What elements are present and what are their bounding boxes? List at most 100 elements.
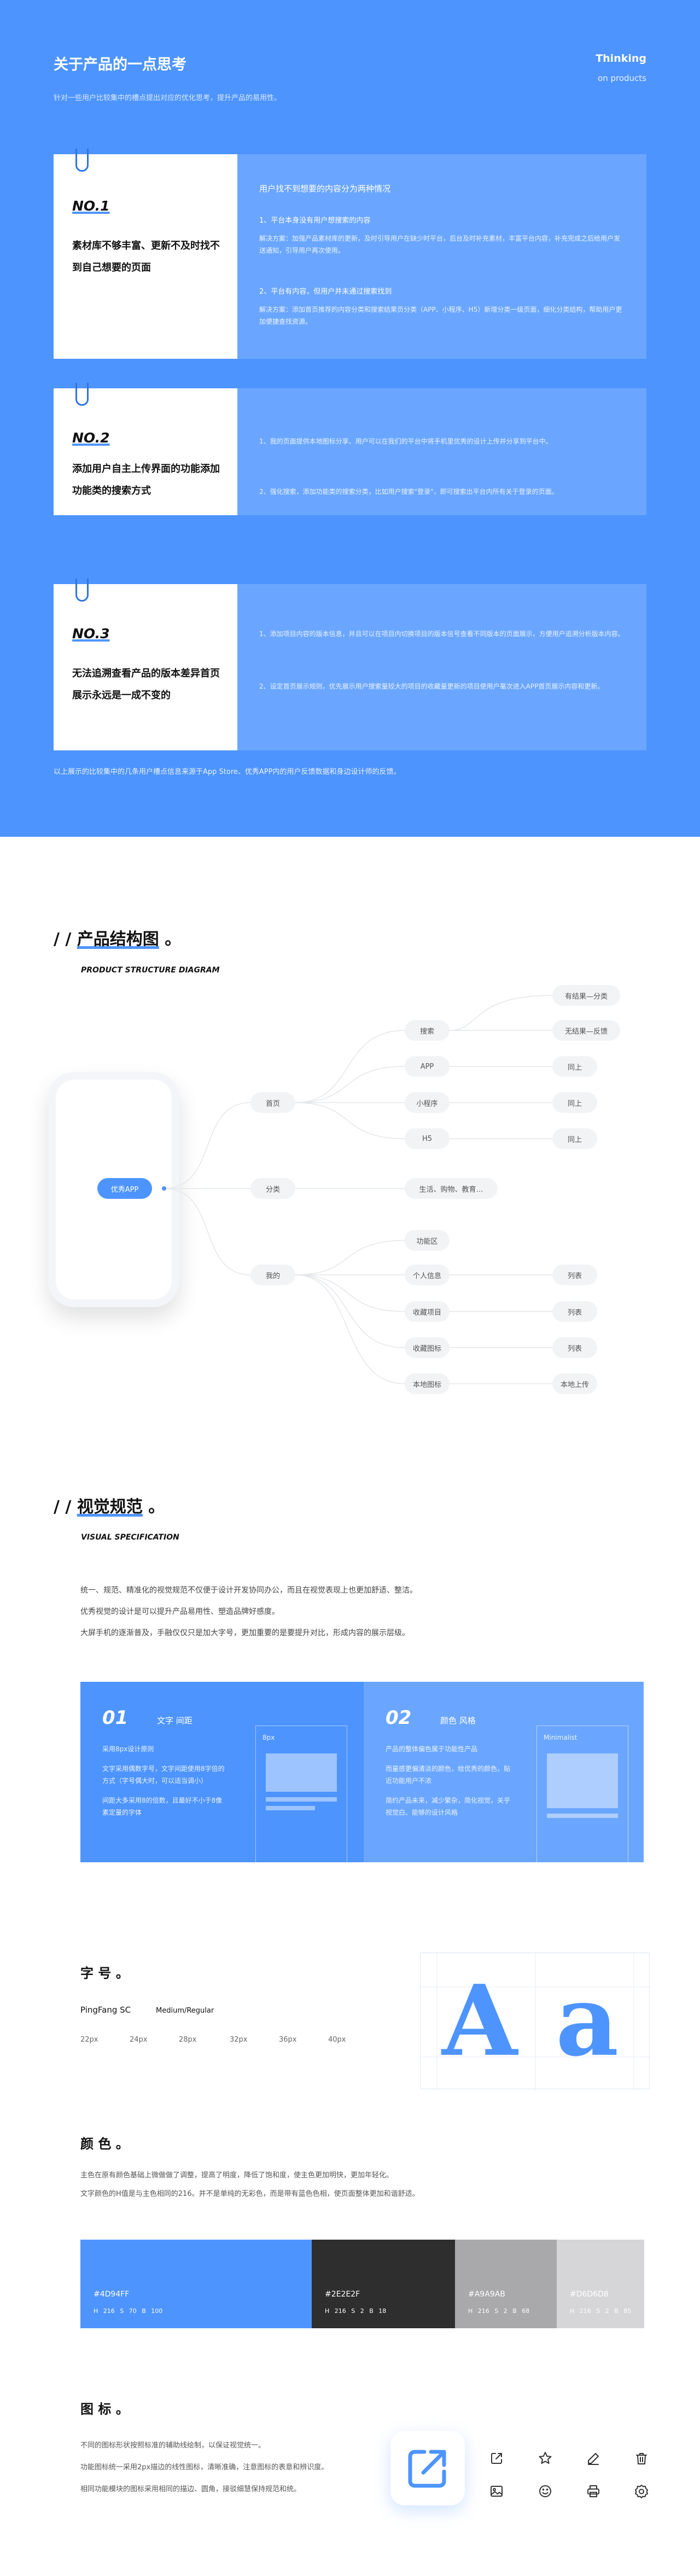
tree-node-leaf: 同上	[552, 1092, 597, 1113]
spec-mini-frame: 8px	[255, 1726, 347, 1862]
font-family-name: PingFang SC	[80, 2005, 131, 2015]
settings-icon	[635, 2485, 648, 2498]
tree-node-home: 首页	[250, 1092, 295, 1113]
swatch-hsb: H 216 S 2 B 85	[570, 2307, 632, 2315]
frame-caption: Minimalist	[544, 1734, 578, 1741]
thinking-title: 关于产品的一点思考	[54, 56, 186, 73]
color-swatch-dark: #2E2E2F H 216 S 2 B 18	[312, 2240, 455, 2328]
visual-paragraph: 大屏手机的逐渐普及，手融仅仅只是加大字号，更加重要的是要提升对比，形成内容的展示…	[80, 1629, 410, 1637]
solution-text: 2、强化搜索，添加功能类的搜索分类，比如用户搜索"登录"，即可搜索出平台内所有关…	[259, 488, 558, 496]
thinking-card-1: NO.1 素材库不够丰富、更新不及时找不到自己想要的页面 用户找不到想要的内容分…	[54, 149, 646, 359]
swatch-hsb: H 216 S 2 B 68	[468, 2307, 530, 2315]
solution-text: 1、添加项目内容的版本信息，并且可以在项目内切换项目的版本信号查看不同版本的页面…	[259, 630, 625, 638]
font-size-item: 28px	[179, 2036, 197, 2044]
spec-label: 文字 间距	[157, 1716, 192, 1726]
card-problem: 无法追溯查看产品的版本差异首页展示永远是一成不变的	[72, 668, 220, 701]
mini-block	[266, 1753, 337, 1792]
card-problem: 添加用户自主上传界面的功能添加功能类的搜索方式	[72, 463, 220, 497]
spec-lines: 产品的整体偏色属于功能性产品 而量感更偏清淡的颜色，给优秀的颜色，贴近功能用户不…	[386, 1743, 511, 1819]
card-number: NO.2	[72, 430, 110, 446]
tree-node-mine: 我的	[250, 1264, 295, 1285]
mini-line	[266, 1806, 315, 1810]
card-left: NO.1 素材库不够丰富、更新不及时找不到自己想要的页面	[54, 149, 237, 359]
thinking-subtitle: 针对一些用户比较集中的槽点提出对应的优化思考，提升产品的易用性。	[54, 94, 282, 102]
thinking-right-title: Thinking	[596, 53, 646, 65]
paperclip-icon	[75, 149, 89, 172]
card-solution-item: 2、强化搜索，添加功能类的搜索分类，比如用户搜索"登录"，即可搜索出平台内所有关…	[259, 486, 631, 498]
card-right: 用户找不到想要的内容分为两种情况 1、平台本身没有用户想搜索的内容 解决方案：加…	[237, 154, 646, 359]
card-solution-head: 用户找不到想要的内容分为两种情况	[259, 184, 391, 194]
tree-node-local-icon: 本地图标	[405, 1373, 450, 1394]
tree-node-category: 分类	[250, 1178, 295, 1199]
printer-icon	[587, 2485, 599, 2497]
card-number: NO.3	[72, 626, 110, 642]
color-section-title: 颜 色 。	[80, 2136, 129, 2152]
swatch-hsb: H 216 S 2 B 18	[325, 2307, 387, 2315]
tree-node-app: APP	[405, 1056, 450, 1077]
tree-node-leaf: 列表	[552, 1301, 597, 1322]
tree-node-profile: 个人信息	[405, 1264, 450, 1285]
specimen-uppercase: A	[442, 1963, 518, 2078]
spec-line: 文字采用偶数字号，文字间距使用8字倍的方式（字号偶大时，可以适当调小）	[102, 1765, 225, 1785]
solution-text: 1、我的页面提供本地图标分享、用户可以在我们的平台中将手机里优秀的设计上传并分享…	[259, 438, 552, 445]
swatch-hsb: H 216 S 70 B 100	[94, 2307, 163, 2315]
spec-line: 间距大多采用8的倍数，且最好不小于8像素定量的字体	[102, 1797, 223, 1816]
card-problem: 素材库不够丰富、更新不及时找不到自己想要的页面	[72, 240, 220, 273]
icon-paragraph: 功能图标统一采用2px描边的线性图标，清晰准确，注意图标的表意和辨识度。	[80, 2463, 329, 2472]
spec-typography-panel: 01 文字 间距 采用8px设计原则 文字采用偶数字号，文字间距使用8字倍的方式…	[80, 1682, 364, 1862]
card-left: NO.3 无法追溯查看产品的版本差异首页展示永远是一成不变的	[54, 579, 237, 750]
trash-icon	[636, 2453, 647, 2464]
paperclip-icon	[75, 579, 89, 602]
spec-number: 02	[386, 1707, 412, 1729]
share-icon-glyph	[408, 2450, 446, 2488]
icon-paragraph: 相同功能模块的图标采用相同的描边、圆角，接驳细慧保持规范和统。	[80, 2485, 301, 2493]
font-size-item: 36px	[279, 2036, 297, 2044]
thinking-right-sub: on products	[598, 73, 646, 83]
spec-line: 采用8px设计原则	[102, 1745, 154, 1753]
thinking-card-3: NO.3 无法追溯查看产品的版本差异首页展示永远是一成不变的 1、添加项目内容的…	[54, 579, 646, 750]
type-specimen-frame	[420, 1953, 650, 2090]
title-main: 视觉规范	[77, 1497, 143, 1517]
star-icon	[539, 2452, 552, 2464]
swatch-hex: #D6D6D8	[570, 2290, 609, 2299]
thinking-section: 关于产品的一点思考 针对一些用户比较集中的槽点提出对应的优化思考，提升产品的易用…	[0, 0, 700, 837]
structure-title: / / 产品结构图 。	[54, 925, 181, 949]
tree-node-miniprogram: 小程序	[405, 1092, 450, 1113]
card-solution-item: 2、设定首页展示规则，优先展示用户搜索量较大的项目的收藏量更新的项目使用户毫次进…	[259, 680, 631, 692]
paperclip-icon	[75, 383, 89, 406]
tree-node-fav-project: 收藏项目	[405, 1301, 450, 1322]
tree-node-category-list: 生活、购物、教育…	[405, 1178, 498, 1199]
structure-en-title: PRODUCT STRUCTURE DIAGRAM	[81, 966, 220, 975]
tree-node-leaf: 列表	[552, 1264, 597, 1285]
root-dot	[162, 1186, 166, 1191]
visual-en-title: VISUAL SPECIFICATION	[81, 1533, 179, 1542]
specimen-grid	[421, 1953, 650, 2090]
font-section-title: 字 号 。	[80, 1966, 129, 1981]
spec-line: 而量感更偏清淡的颜色，给优秀的颜色，贴近功能用户不浓	[386, 1765, 511, 1785]
mini-line	[547, 1814, 618, 1818]
visual-paragraph: 统一、规范、精准化的视觉规范不仅便于设计开发协同办公，而且在视觉表现上也更加舒适…	[80, 1586, 417, 1595]
font-size-item: 24px	[130, 2036, 148, 2044]
share-icon	[491, 2453, 502, 2464]
spec-mini-frame: Minimalist	[536, 1726, 628, 1862]
swatch-hex: #4D94FF	[94, 2290, 130, 2299]
spec-color-panel: 02 颜色 风格 产品的整体偏色属于功能性产品 而量感更偏清淡的颜色，给优秀的颜…	[364, 1682, 644, 1862]
spec-line: 简约产品未来，减少繁杂，简化视觉，关乎视觉白、能够的设计风格	[386, 1797, 511, 1816]
spec-number: 01	[102, 1707, 129, 1729]
visual-title: / / 视觉规范 。	[54, 1493, 165, 1517]
card-solution-item: 1、平台本身没有用户想搜索的内容 解决方案：加强产品素材库的更新，及时引导用户在…	[259, 214, 631, 257]
font-size-item: 32px	[230, 2036, 248, 2044]
solution-heading: 2、平台有内容，但用户并未通过搜索找到	[259, 288, 392, 296]
title-prefix: / /	[54, 1497, 72, 1517]
spec-label: 颜色 风格	[440, 1716, 476, 1726]
solution-heading: 1、平台本身没有用户想搜索的内容	[259, 217, 371, 225]
card-solution-item: 1、我的页面提供本地图标分享、用户可以在我们的平台中将手机里优秀的设计上传并分享…	[259, 435, 631, 447]
tree-node-leaf: 同上	[552, 1056, 597, 1077]
title-main: 产品结构图	[77, 930, 159, 949]
spec-line: 产品的整体偏色属于功能性产品	[386, 1745, 478, 1753]
color-swatch-primary: #4D94FF H 216 S 70 B 100	[80, 2240, 312, 2328]
spec-band: 01 文字 间距 采用8px设计原则 文字采用偶数字号，文字间距使用8字倍的方式…	[80, 1682, 644, 1862]
font-size-item: 22px	[80, 2036, 98, 2044]
tree-node-h5: H5	[405, 1128, 450, 1149]
font-size-item: 40px	[328, 2036, 346, 2044]
